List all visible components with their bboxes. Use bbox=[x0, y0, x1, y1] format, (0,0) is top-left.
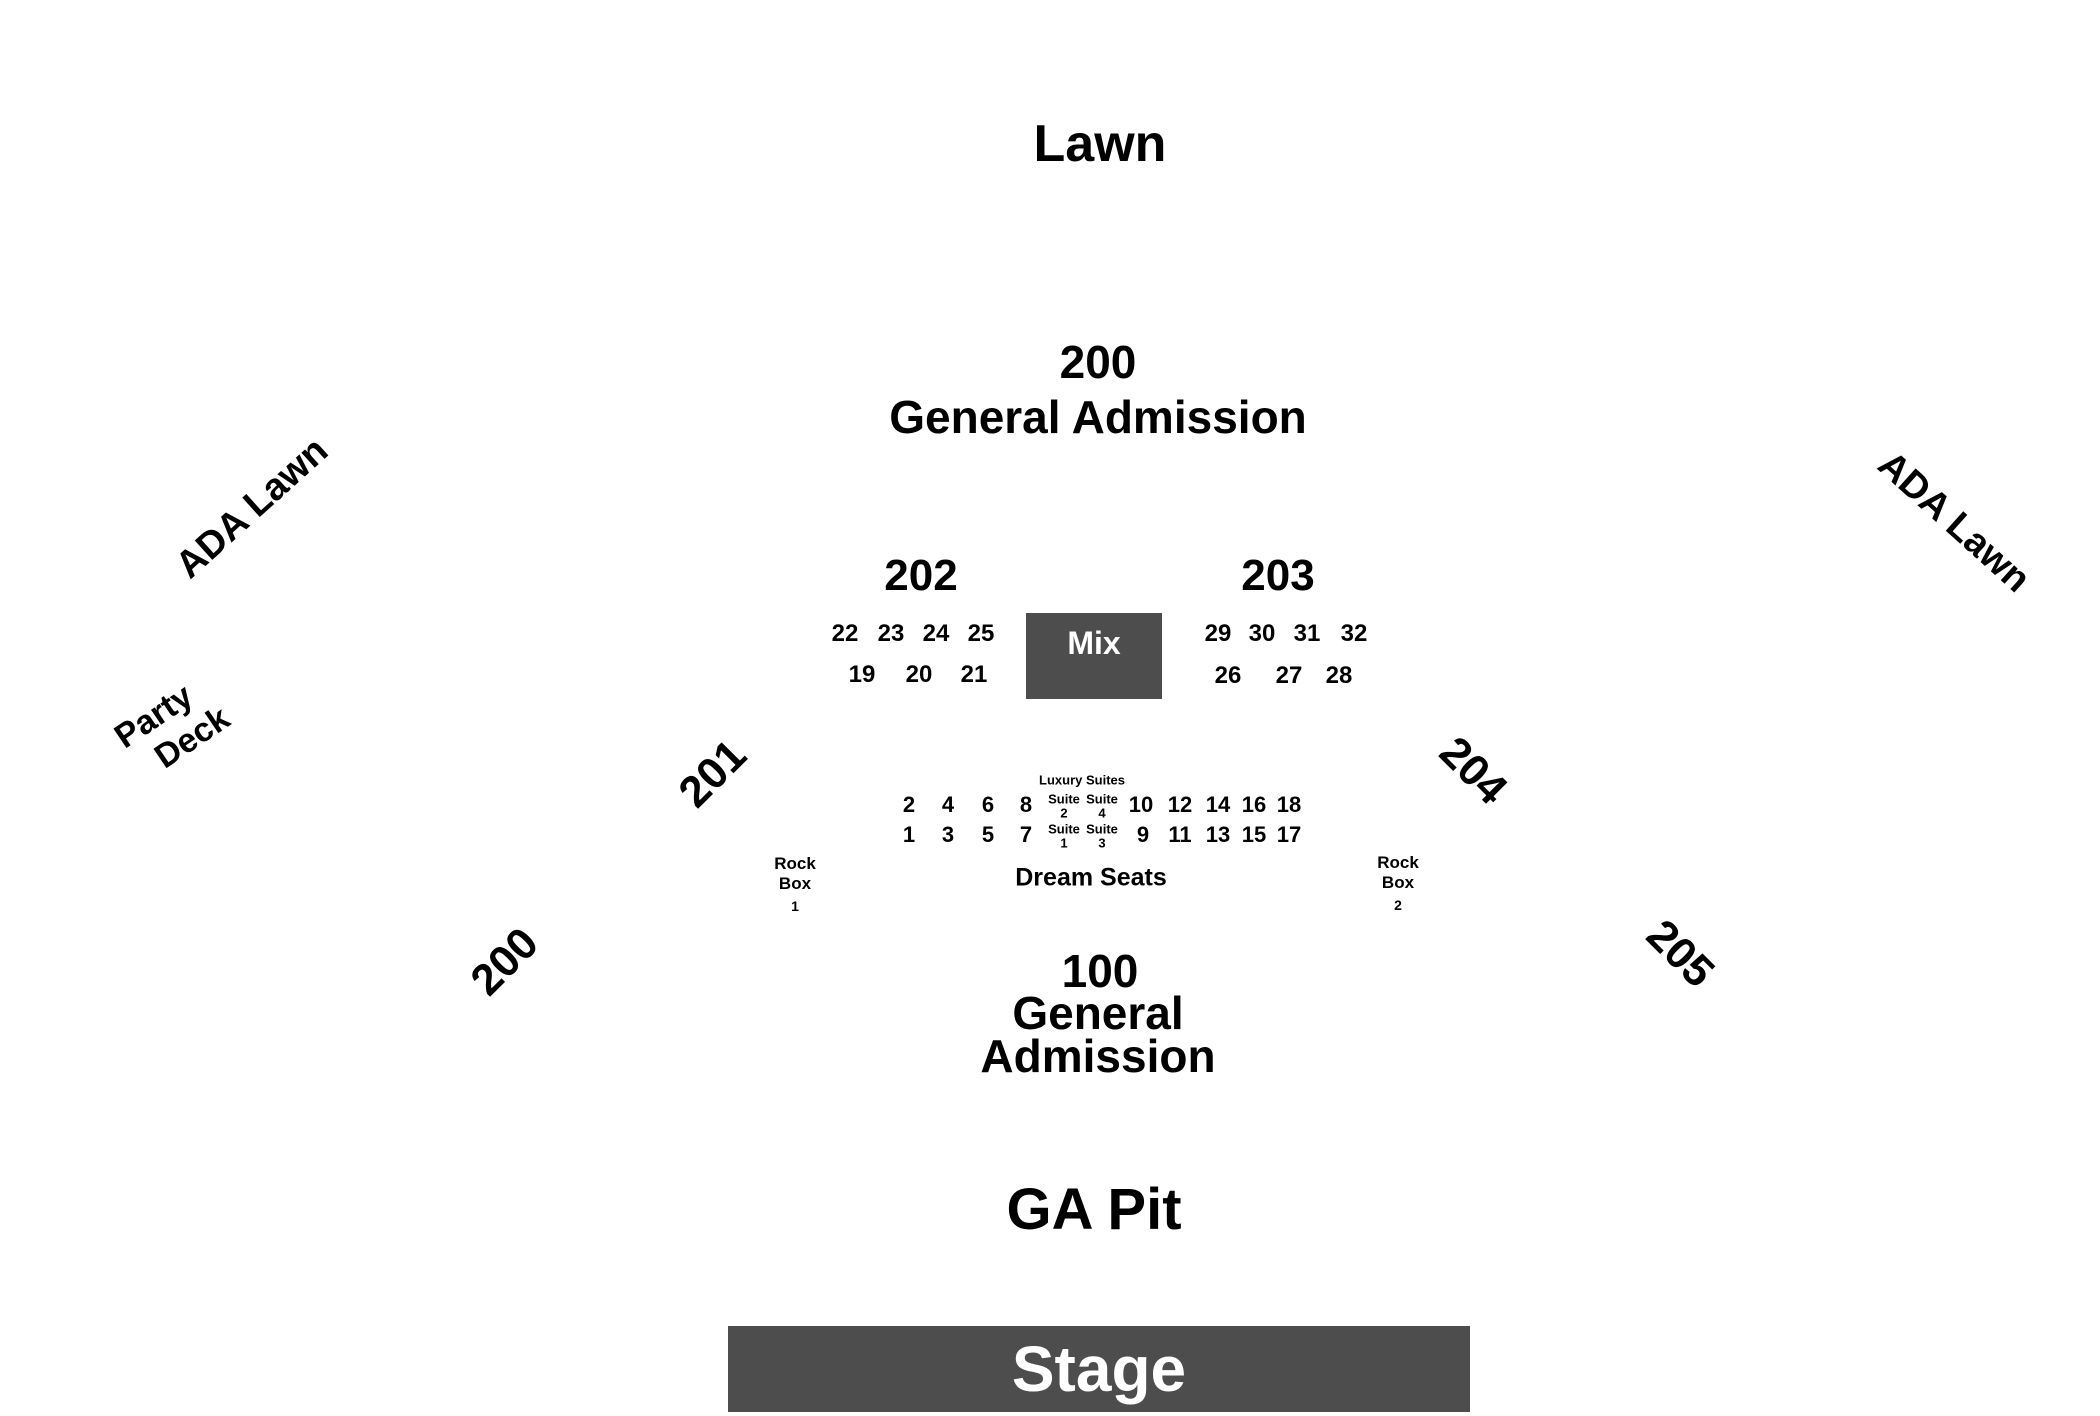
suite-4-word: Suite bbox=[1086, 791, 1118, 807]
box-22[interactable]: 22 bbox=[831, 620, 859, 647]
section-100-line2[interactable]: Admission bbox=[980, 1030, 1216, 1082]
stage-label: Stage bbox=[1011, 1333, 1187, 1405]
section-200-side[interactable]: 200 bbox=[461, 918, 548, 1005]
suite-2[interactable]: Suite 2 bbox=[1048, 792, 1080, 819]
suite-2-num: 2 bbox=[1060, 805, 1068, 820]
section-party-deck[interactable]: Party Deck bbox=[93, 667, 237, 800]
section-204[interactable]: 204 bbox=[1430, 727, 1517, 814]
box-20[interactable]: 20 bbox=[905, 661, 933, 688]
suite-seat-8[interactable]: 8 bbox=[1019, 792, 1033, 817]
section-200-label[interactable]: General Admission bbox=[889, 391, 1307, 443]
suite-seat-16[interactable]: 16 bbox=[1241, 792, 1267, 817]
mix-label: Mix bbox=[1067, 625, 1121, 661]
suite-3[interactable]: Suite 3 bbox=[1086, 822, 1118, 849]
section-205[interactable]: 205 bbox=[1637, 910, 1724, 997]
suite-seat-1[interactable]: 1 bbox=[902, 822, 916, 847]
section-202[interactable]: 202 bbox=[884, 551, 958, 600]
suite-seat-5[interactable]: 5 bbox=[981, 822, 995, 847]
box-27[interactable]: 27 bbox=[1275, 662, 1303, 689]
box-26[interactable]: 26 bbox=[1214, 662, 1242, 689]
rock-box-2[interactable]: Rock Box 2 bbox=[1377, 853, 1419, 913]
suite-seat-6[interactable]: 6 bbox=[981, 792, 995, 817]
suite-4-num: 4 bbox=[1098, 805, 1106, 820]
rock-box-2-line1: Rock bbox=[1377, 852, 1419, 872]
box-28[interactable]: 28 bbox=[1325, 662, 1353, 689]
box-32[interactable]: 32 bbox=[1340, 620, 1368, 647]
rock-box-2-line2: Box bbox=[1381, 872, 1415, 892]
box-21[interactable]: 21 bbox=[960, 661, 988, 688]
rock-box-1-line1: Rock bbox=[774, 853, 816, 873]
suite-seat-4[interactable]: 4 bbox=[941, 792, 955, 817]
suite-seat-9[interactable]: 9 bbox=[1136, 822, 1150, 847]
section-ada-lawn-right[interactable]: ADA Lawn bbox=[1869, 443, 2039, 601]
suite-1-word: Suite bbox=[1048, 821, 1080, 837]
box-24[interactable]: 24 bbox=[922, 620, 950, 647]
suite-1[interactable]: Suite 1 bbox=[1048, 822, 1080, 849]
suite-seat-11[interactable]: 11 bbox=[1168, 822, 1192, 847]
suite-seat-2[interactable]: 2 bbox=[902, 792, 916, 817]
suite-seat-13[interactable]: 13 bbox=[1205, 822, 1231, 847]
suite-seat-14[interactable]: 14 bbox=[1205, 792, 1231, 817]
section-203[interactable]: 203 bbox=[1241, 551, 1315, 600]
luxury-suites-title: Luxury Suites bbox=[1039, 772, 1125, 788]
mix-position: Mix bbox=[1026, 613, 1162, 699]
suite-seat-18[interactable]: 18 bbox=[1276, 792, 1302, 817]
box-25[interactable]: 25 bbox=[967, 620, 995, 647]
section-lawn[interactable]: Lawn bbox=[1033, 115, 1167, 173]
section-200-number[interactable]: 200 bbox=[1059, 336, 1137, 388]
section-201[interactable]: 201 bbox=[669, 730, 756, 817]
section-ada-lawn-left[interactable]: ADA Lawn bbox=[167, 429, 337, 587]
stage: Stage bbox=[728, 1326, 1470, 1412]
suite-3-word: Suite bbox=[1086, 821, 1118, 837]
suite-4[interactable]: Suite 4 bbox=[1086, 792, 1118, 819]
suite-seat-17[interactable]: 17 bbox=[1276, 822, 1302, 847]
rock-box-1-line2: Box bbox=[778, 873, 812, 893]
section-100-number[interactable]: 100 bbox=[1061, 945, 1139, 997]
section-dream-seats[interactable]: Dream Seats bbox=[1015, 863, 1167, 892]
suite-seat-10[interactable]: 10 bbox=[1128, 792, 1154, 817]
suite-seat-3[interactable]: 3 bbox=[941, 822, 955, 847]
suite-seat-7[interactable]: 7 bbox=[1019, 822, 1033, 847]
suite-1-num: 1 bbox=[1060, 835, 1068, 850]
box-31[interactable]: 31 bbox=[1293, 620, 1321, 647]
suite-3-num: 3 bbox=[1098, 835, 1106, 850]
rock-box-1[interactable]: Rock Box 1 bbox=[774, 854, 816, 914]
rock-box-1-num: 1 bbox=[791, 898, 799, 914]
section-100-line1[interactable]: General bbox=[1012, 987, 1184, 1039]
box-30[interactable]: 30 bbox=[1248, 620, 1276, 647]
suite-seat-12[interactable]: 12 bbox=[1167, 792, 1193, 817]
suite-seat-15[interactable]: 15 bbox=[1241, 822, 1267, 847]
suite-2-word: Suite bbox=[1048, 791, 1080, 807]
section-ga-pit[interactable]: GA Pit bbox=[1006, 1177, 1182, 1242]
rock-box-2-num: 2 bbox=[1394, 897, 1402, 913]
box-29[interactable]: 29 bbox=[1204, 620, 1232, 647]
box-23[interactable]: 23 bbox=[877, 620, 905, 647]
box-19[interactable]: 19 bbox=[848, 661, 876, 688]
